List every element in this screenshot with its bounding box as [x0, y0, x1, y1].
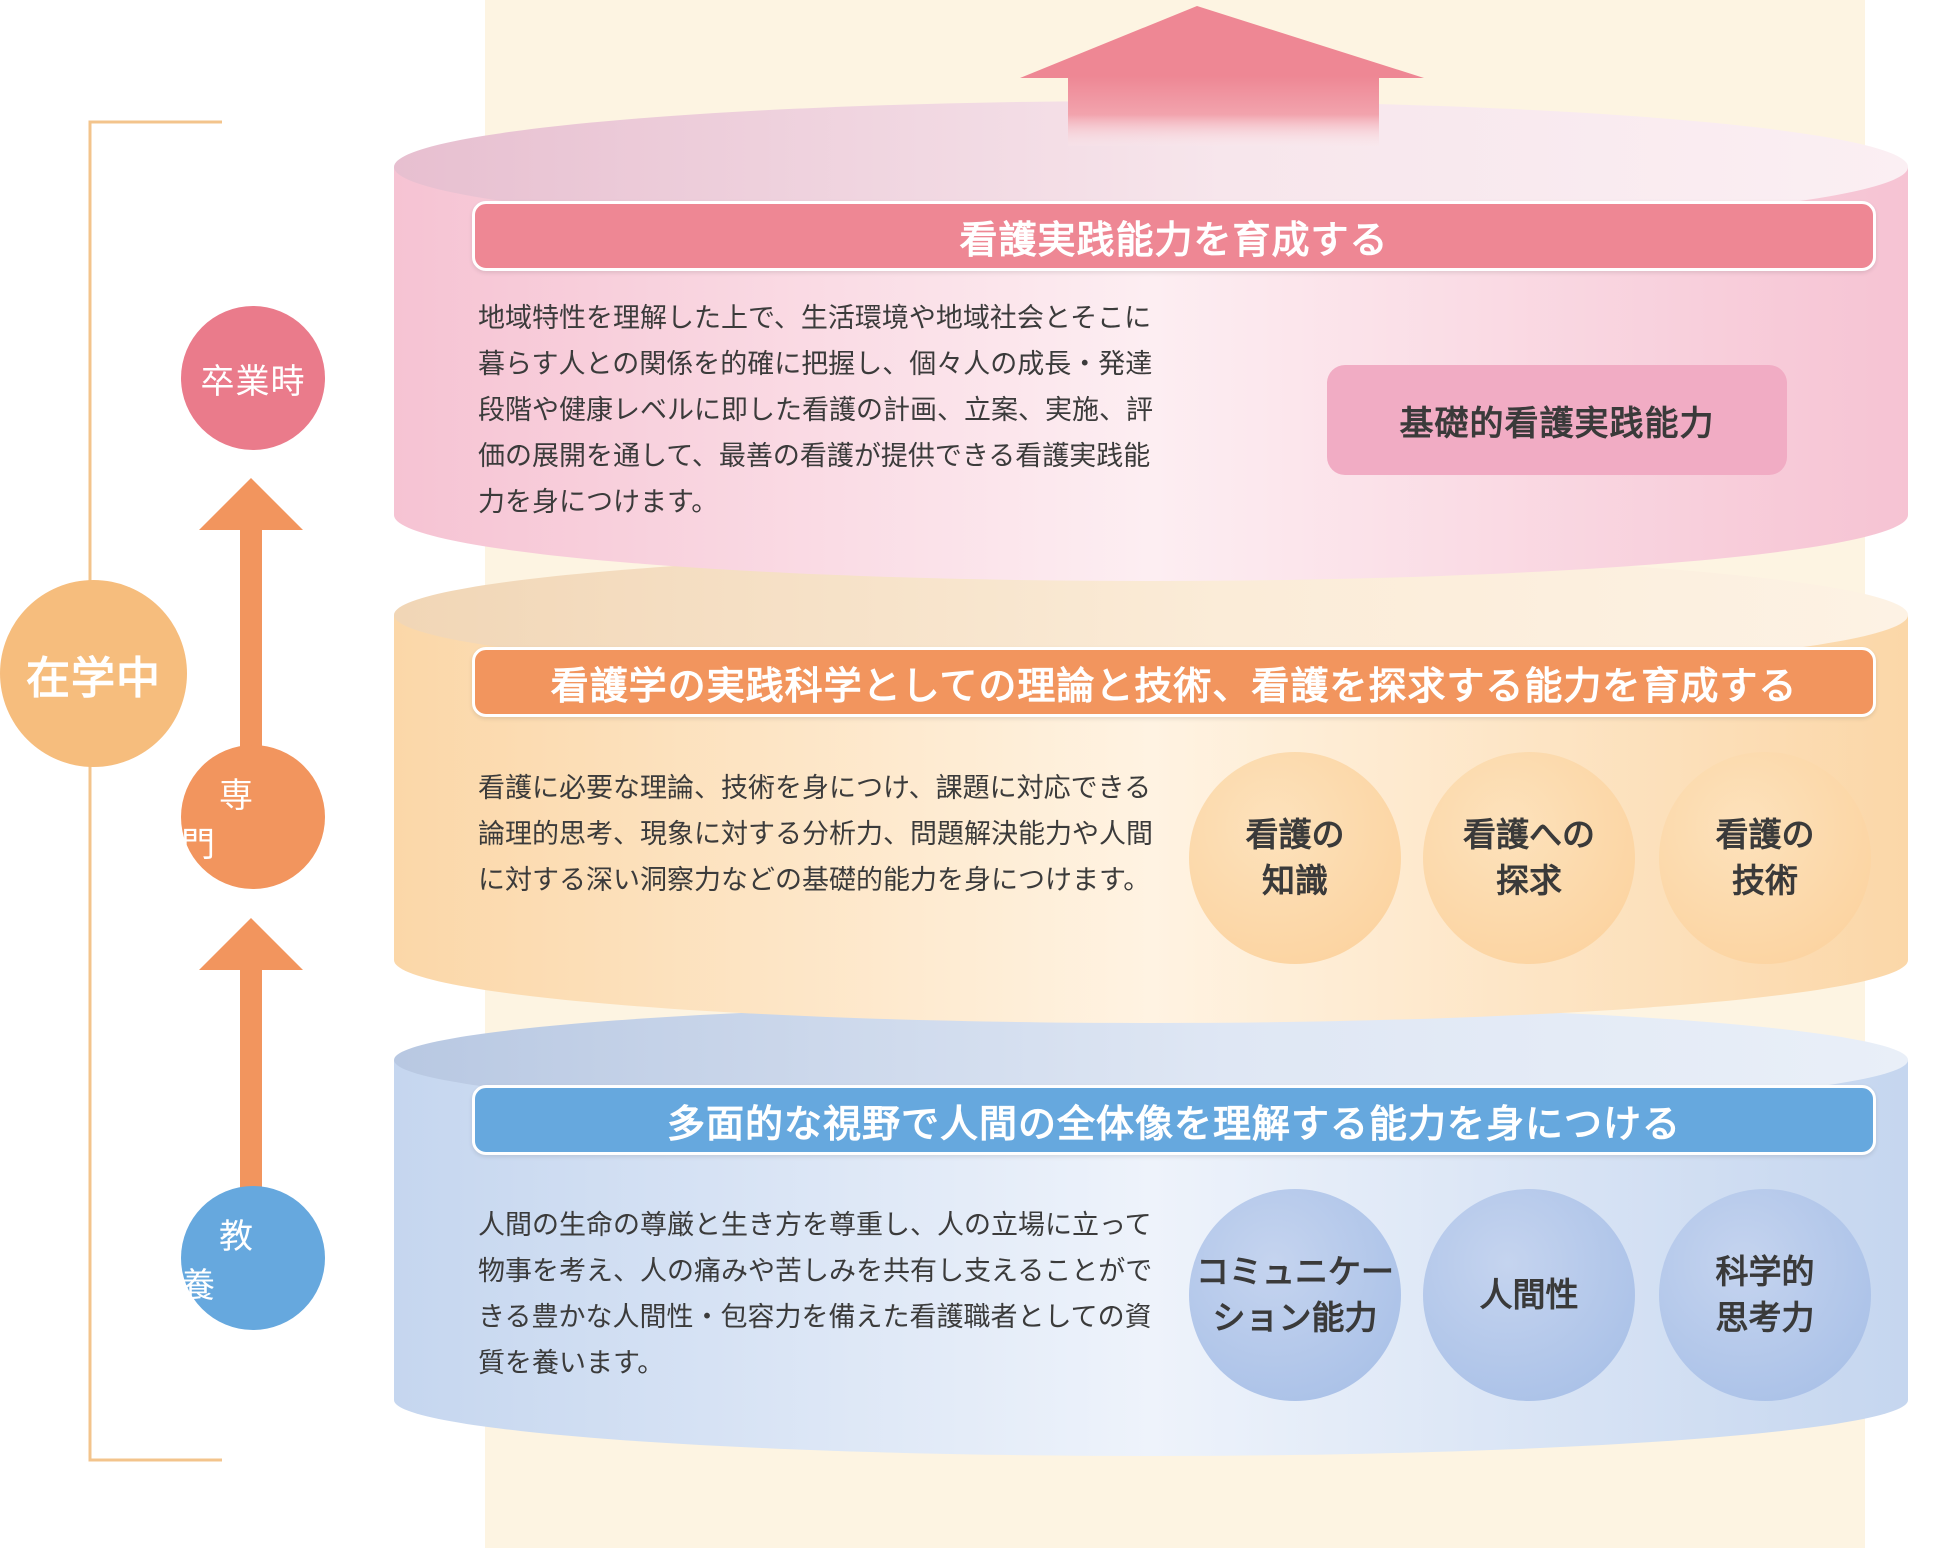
tier-top-badge: 基礎的看護実践能力 — [1327, 365, 1787, 475]
skill-line: 知識 — [1262, 861, 1328, 900]
skill-humanity: 人間性 — [1423, 1189, 1635, 1401]
tier-top-title: 看護実践能力を育成する — [472, 201, 1876, 271]
label-sotsugyo: 卒業時 — [181, 306, 325, 450]
label-senmon: 専門 — [181, 745, 325, 889]
skill-line: 思考力 — [1715, 1298, 1815, 1337]
tier-bottom-description: 人間の生命の尊厳と生き方を尊重し、人の立場に立って物事を考え、人の痛みや苦しみを… — [478, 1210, 1153, 1379]
stage-arrow-upper — [199, 478, 303, 752]
skill-scientific-thinking: 科学的思考力 — [1659, 1189, 1871, 1401]
stage-arrow-lower — [199, 918, 303, 1192]
skill-line: ション能力 — [1212, 1298, 1378, 1337]
skill-communication: コミュニケーション能力 — [1189, 1189, 1401, 1401]
skill-inquiry: 看護への探求 — [1423, 752, 1635, 964]
skill-line: 看護への — [1463, 815, 1595, 854]
enrollment-bracket — [88, 120, 222, 1462]
skill-line: 探求 — [1496, 861, 1562, 900]
tier-middle-title: 看護学の実践科学としての理論と技術、看護を探求する能力を育成する — [472, 647, 1876, 717]
skill-line: コミュニケー — [1196, 1252, 1394, 1291]
skill-line: 科学的 — [1715, 1252, 1815, 1291]
tier-bottom-title: 多面的な視野で人間の全体像を理解する能力を身につける — [472, 1085, 1876, 1155]
skill-line: 技術 — [1732, 861, 1798, 900]
label-zaigaku: 在学中 — [0, 580, 187, 767]
skill-line: 人間性 — [1479, 1275, 1579, 1314]
skill-technique: 看護の技術 — [1659, 752, 1871, 964]
skill-line: 看護の — [1715, 815, 1815, 854]
skill-line: 看護の — [1245, 815, 1345, 854]
label-kyoyo: 教養 — [181, 1186, 325, 1330]
skill-knowledge: 看護の知識 — [1189, 752, 1401, 964]
tier-middle-description: 看護に必要な理論、技術を身につけ、課題に対応できる論理的思考、現象に対する分析力… — [478, 773, 1153, 896]
top-growth-arrow — [1020, 6, 1424, 146]
tier-top-description: 地域特性を理解した上で、生活環境や地域社会とそこに暮らす人との関係を的確に把握し… — [478, 303, 1153, 518]
